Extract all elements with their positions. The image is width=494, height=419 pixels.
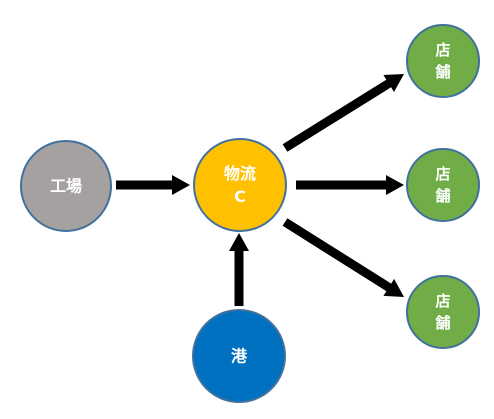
node-circle-store-middle bbox=[406, 148, 480, 222]
node-circle-factory bbox=[20, 140, 112, 232]
node-circle-port bbox=[192, 309, 286, 403]
node-distribution-center: 物流 C bbox=[193, 138, 287, 232]
node-label-port-line-1: 港 bbox=[231, 347, 248, 366]
node-circle-distribution-center bbox=[193, 138, 287, 232]
node-label-store-middle-line-2: 舗 bbox=[434, 187, 450, 205]
node-label-distribution-center-line-1: 物流 bbox=[224, 164, 256, 183]
arrow-distribution-center-to-store-bottom bbox=[282, 218, 404, 297]
node-store-middle: 店舗 bbox=[406, 148, 480, 222]
edges-layer bbox=[116, 74, 404, 306]
node-circle-store-top bbox=[406, 24, 480, 98]
node-circle-store-bottom bbox=[406, 275, 480, 349]
node-label-store-top-line-2: 舗 bbox=[434, 63, 450, 81]
node-port: 港 bbox=[192, 309, 286, 403]
node-label-store-bottom-line-1: 店 bbox=[435, 292, 450, 310]
node-store-bottom: 店舗 bbox=[406, 275, 480, 349]
node-label-distribution-center-line-2: C bbox=[234, 187, 246, 206]
arrow-factory-to-distribution-center bbox=[116, 175, 190, 195]
node-factory: 工場 bbox=[20, 140, 112, 232]
arrow-distribution-center-to-store-top bbox=[282, 74, 404, 152]
arrow-port-to-distribution-center bbox=[229, 233, 249, 306]
node-label-store-top-line-1: 店 bbox=[435, 41, 450, 59]
node-label-factory-line-1: 工場 bbox=[50, 177, 82, 196]
arrow-distribution-center-to-store-middle bbox=[296, 175, 404, 195]
node-label-store-bottom-line-2: 舗 bbox=[434, 314, 450, 332]
node-store-top: 店舗 bbox=[406, 24, 480, 98]
node-label-store-middle-line-1: 店 bbox=[435, 165, 450, 183]
